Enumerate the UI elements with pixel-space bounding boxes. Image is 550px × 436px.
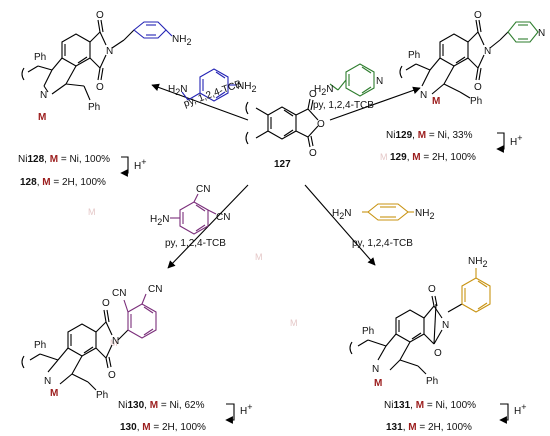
metal-label: M	[50, 388, 58, 399]
ghost-m: M	[88, 207, 96, 217]
compound-127-label: 127	[274, 159, 291, 170]
reagent-131-nh2: NH2	[415, 208, 434, 221]
product-131-line1: Ni131, M = Ni, 100%	[384, 400, 476, 411]
o-label: O	[317, 119, 325, 130]
metal-label: M	[432, 96, 440, 107]
product-129-core	[399, 19, 509, 99]
imide-n-label: N	[106, 46, 113, 57]
reagent-130-cn1: CN	[196, 184, 210, 195]
o-label: O	[428, 284, 436, 295]
pyridine-n-label: N	[538, 28, 545, 39]
h-plus-arrow-131	[499, 403, 509, 424]
o-label: O	[309, 148, 317, 159]
product-131-line2: 131, M = 2H, 100%	[386, 422, 472, 433]
o-label: O	[102, 298, 110, 309]
product-129-line1: Ni129, M = Ni, 33%	[386, 130, 473, 141]
product-130-cn2: CN	[148, 284, 162, 295]
ph-label: Ph	[34, 52, 46, 63]
ph-label: Ph	[96, 390, 108, 401]
product-130-line2: 130, M = 2H, 100%	[120, 422, 206, 433]
imide-n-label: N	[442, 320, 449, 331]
h-plus-arrow-130	[225, 403, 235, 424]
h-plus-label: H+	[134, 157, 147, 172]
o-label: O	[108, 370, 116, 381]
product-128-line1: Ni128, M = Ni, 100%	[18, 154, 110, 165]
h-plus-arrow-129	[496, 132, 505, 153]
metal-label: M	[38, 112, 46, 123]
reagent-130-amine: H2N	[150, 214, 169, 227]
ph-label: Ph	[362, 326, 374, 337]
imide-n-label: N	[112, 336, 119, 347]
product-128-nh2: NH2	[172, 34, 191, 47]
conditions-128: py, 1,2,4-TCB	[182, 79, 243, 110]
metal-label: M	[374, 378, 382, 389]
arrow-to-128	[151, 83, 249, 121]
product-128-amine-ring	[133, 21, 173, 39]
product-129-line2: 129, M = 2H, 100%	[390, 152, 476, 163]
imide-n-label: N	[484, 46, 491, 57]
o-label: O	[309, 89, 317, 100]
reagent-128-structure	[181, 68, 236, 102]
o-label: O	[434, 348, 442, 359]
product-130-cn1: CN	[112, 288, 126, 299]
product-130-core	[21, 309, 129, 391]
product-131-aryl-ring	[461, 268, 491, 313]
o-label: O	[474, 82, 482, 93]
reagent-128-nh2: NH2	[237, 81, 256, 94]
ghost-m: M	[110, 338, 118, 348]
ghost-m: M	[290, 318, 298, 328]
h-plus-label: H+	[514, 402, 527, 417]
product-130-line1: Ni130, M = Ni, 62%	[118, 400, 205, 411]
product-129-pyridine-ring	[507, 21, 539, 43]
ring-n-label: N	[44, 376, 51, 387]
o-label: O	[96, 82, 104, 93]
arrow-to-129	[329, 86, 421, 121]
product-128-line2: 128, M = 2H, 100%	[20, 177, 106, 188]
ring-n-label: N	[40, 90, 47, 101]
reagent-128-amine: H2N	[168, 84, 187, 97]
ring-n-label: N	[420, 90, 427, 101]
product-130-aryl-ring	[123, 293, 157, 339]
product-131-nh2: NH2	[468, 256, 487, 269]
reagent-129-structure	[329, 63, 375, 97]
conditions-130: py, 1,2,4-TCB	[165, 238, 226, 249]
product-131-core	[349, 295, 463, 375]
product-128-core	[21, 19, 135, 101]
reagent-130-cn2: CN	[216, 212, 230, 223]
arrow-to-131	[304, 184, 376, 266]
h-plus-label: H+	[240, 402, 253, 417]
ghost-m: M	[255, 252, 263, 262]
reagent-129-ring-n: N	[376, 76, 383, 87]
compound-127-structure	[245, 98, 319, 148]
h-plus-label: H+	[510, 133, 523, 148]
reagent-130-structure	[170, 193, 217, 235]
ring-n-label: N	[372, 364, 379, 375]
reagent-129-amine: H2N	[314, 84, 333, 97]
o-label: O	[474, 10, 482, 21]
ph-label: Ph	[88, 102, 100, 113]
reagent-131-structure	[362, 203, 414, 221]
ghost-m: M	[380, 152, 388, 162]
ph-label: Ph	[470, 96, 482, 107]
ph-label: Ph	[408, 50, 420, 61]
conditions-131: py, 1,2,4-TCB	[352, 238, 413, 249]
h-plus-arrow-128	[120, 156, 129, 177]
ph-label: Ph	[426, 376, 438, 387]
reagent-131-amine: H2N	[332, 208, 351, 221]
ph-label: Ph	[34, 340, 46, 351]
conditions-129: py, 1,2,4-TCB	[313, 100, 374, 111]
o-label: O	[96, 10, 104, 21]
